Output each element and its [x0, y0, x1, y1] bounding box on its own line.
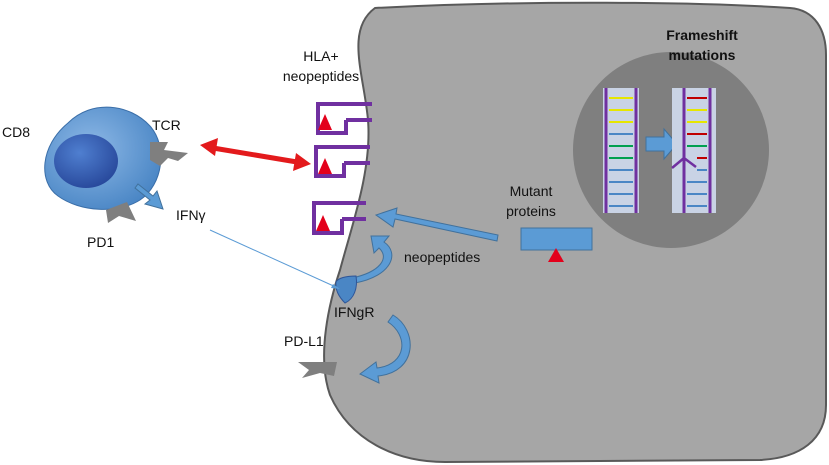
ifngr-receptor — [335, 275, 357, 304]
pdl1-label: PD-L1 — [284, 333, 324, 349]
tcr-hla-interaction-arrow — [200, 138, 311, 171]
neopeptide-transport-arrow — [374, 207, 499, 242]
mutant-protein-peptide — [548, 248, 564, 262]
frameshift-label-line1: Frameshift — [666, 27, 738, 43]
frameshift-label: Frameshift mutations — [666, 25, 738, 65]
hla-molecule — [316, 102, 372, 135]
pdl1-receptor — [298, 362, 337, 378]
pd1-label: PD1 — [87, 234, 115, 250]
ifng-label: IFNγ — [176, 207, 206, 223]
ifngr-signal-arrow — [351, 235, 393, 284]
ifng-secretion-arrow — [134, 183, 164, 210]
hla-neopeptides-label: HLA+ neopeptides — [283, 46, 359, 86]
hla-label-line1: HLA+ — [303, 48, 339, 64]
hla-molecule — [312, 201, 366, 235]
mutant-protein-box — [520, 227, 593, 251]
mutation-arrow — [645, 127, 678, 161]
mutant-label-line2: proteins — [506, 203, 556, 219]
tcell-nucleus — [54, 134, 118, 188]
pdl1-induction-arrow — [359, 314, 411, 384]
ifngr-label: IFNgR — [334, 304, 375, 320]
tcr-label: TCR — [152, 117, 181, 133]
ifng-signal-arrowhead — [331, 284, 340, 289]
cd8-label: CD8 — [2, 124, 31, 140]
neopeptides-label: neopeptides — [404, 249, 481, 265]
dna-wildtype — [603, 88, 639, 213]
tcr-receptor — [150, 142, 188, 166]
mutant-label-line1: Mutant — [509, 183, 553, 199]
frameshift-label-line2: mutations — [668, 47, 736, 63]
hla-molecule — [314, 145, 370, 178]
hla-label-line2: neopeptides — [282, 68, 360, 84]
dna-frameshift — [671, 88, 716, 213]
pd1-receptor — [106, 202, 136, 223]
mutant-proteins-label: Mutant proteins — [506, 181, 556, 221]
ifng-signal-line — [209, 229, 339, 289]
